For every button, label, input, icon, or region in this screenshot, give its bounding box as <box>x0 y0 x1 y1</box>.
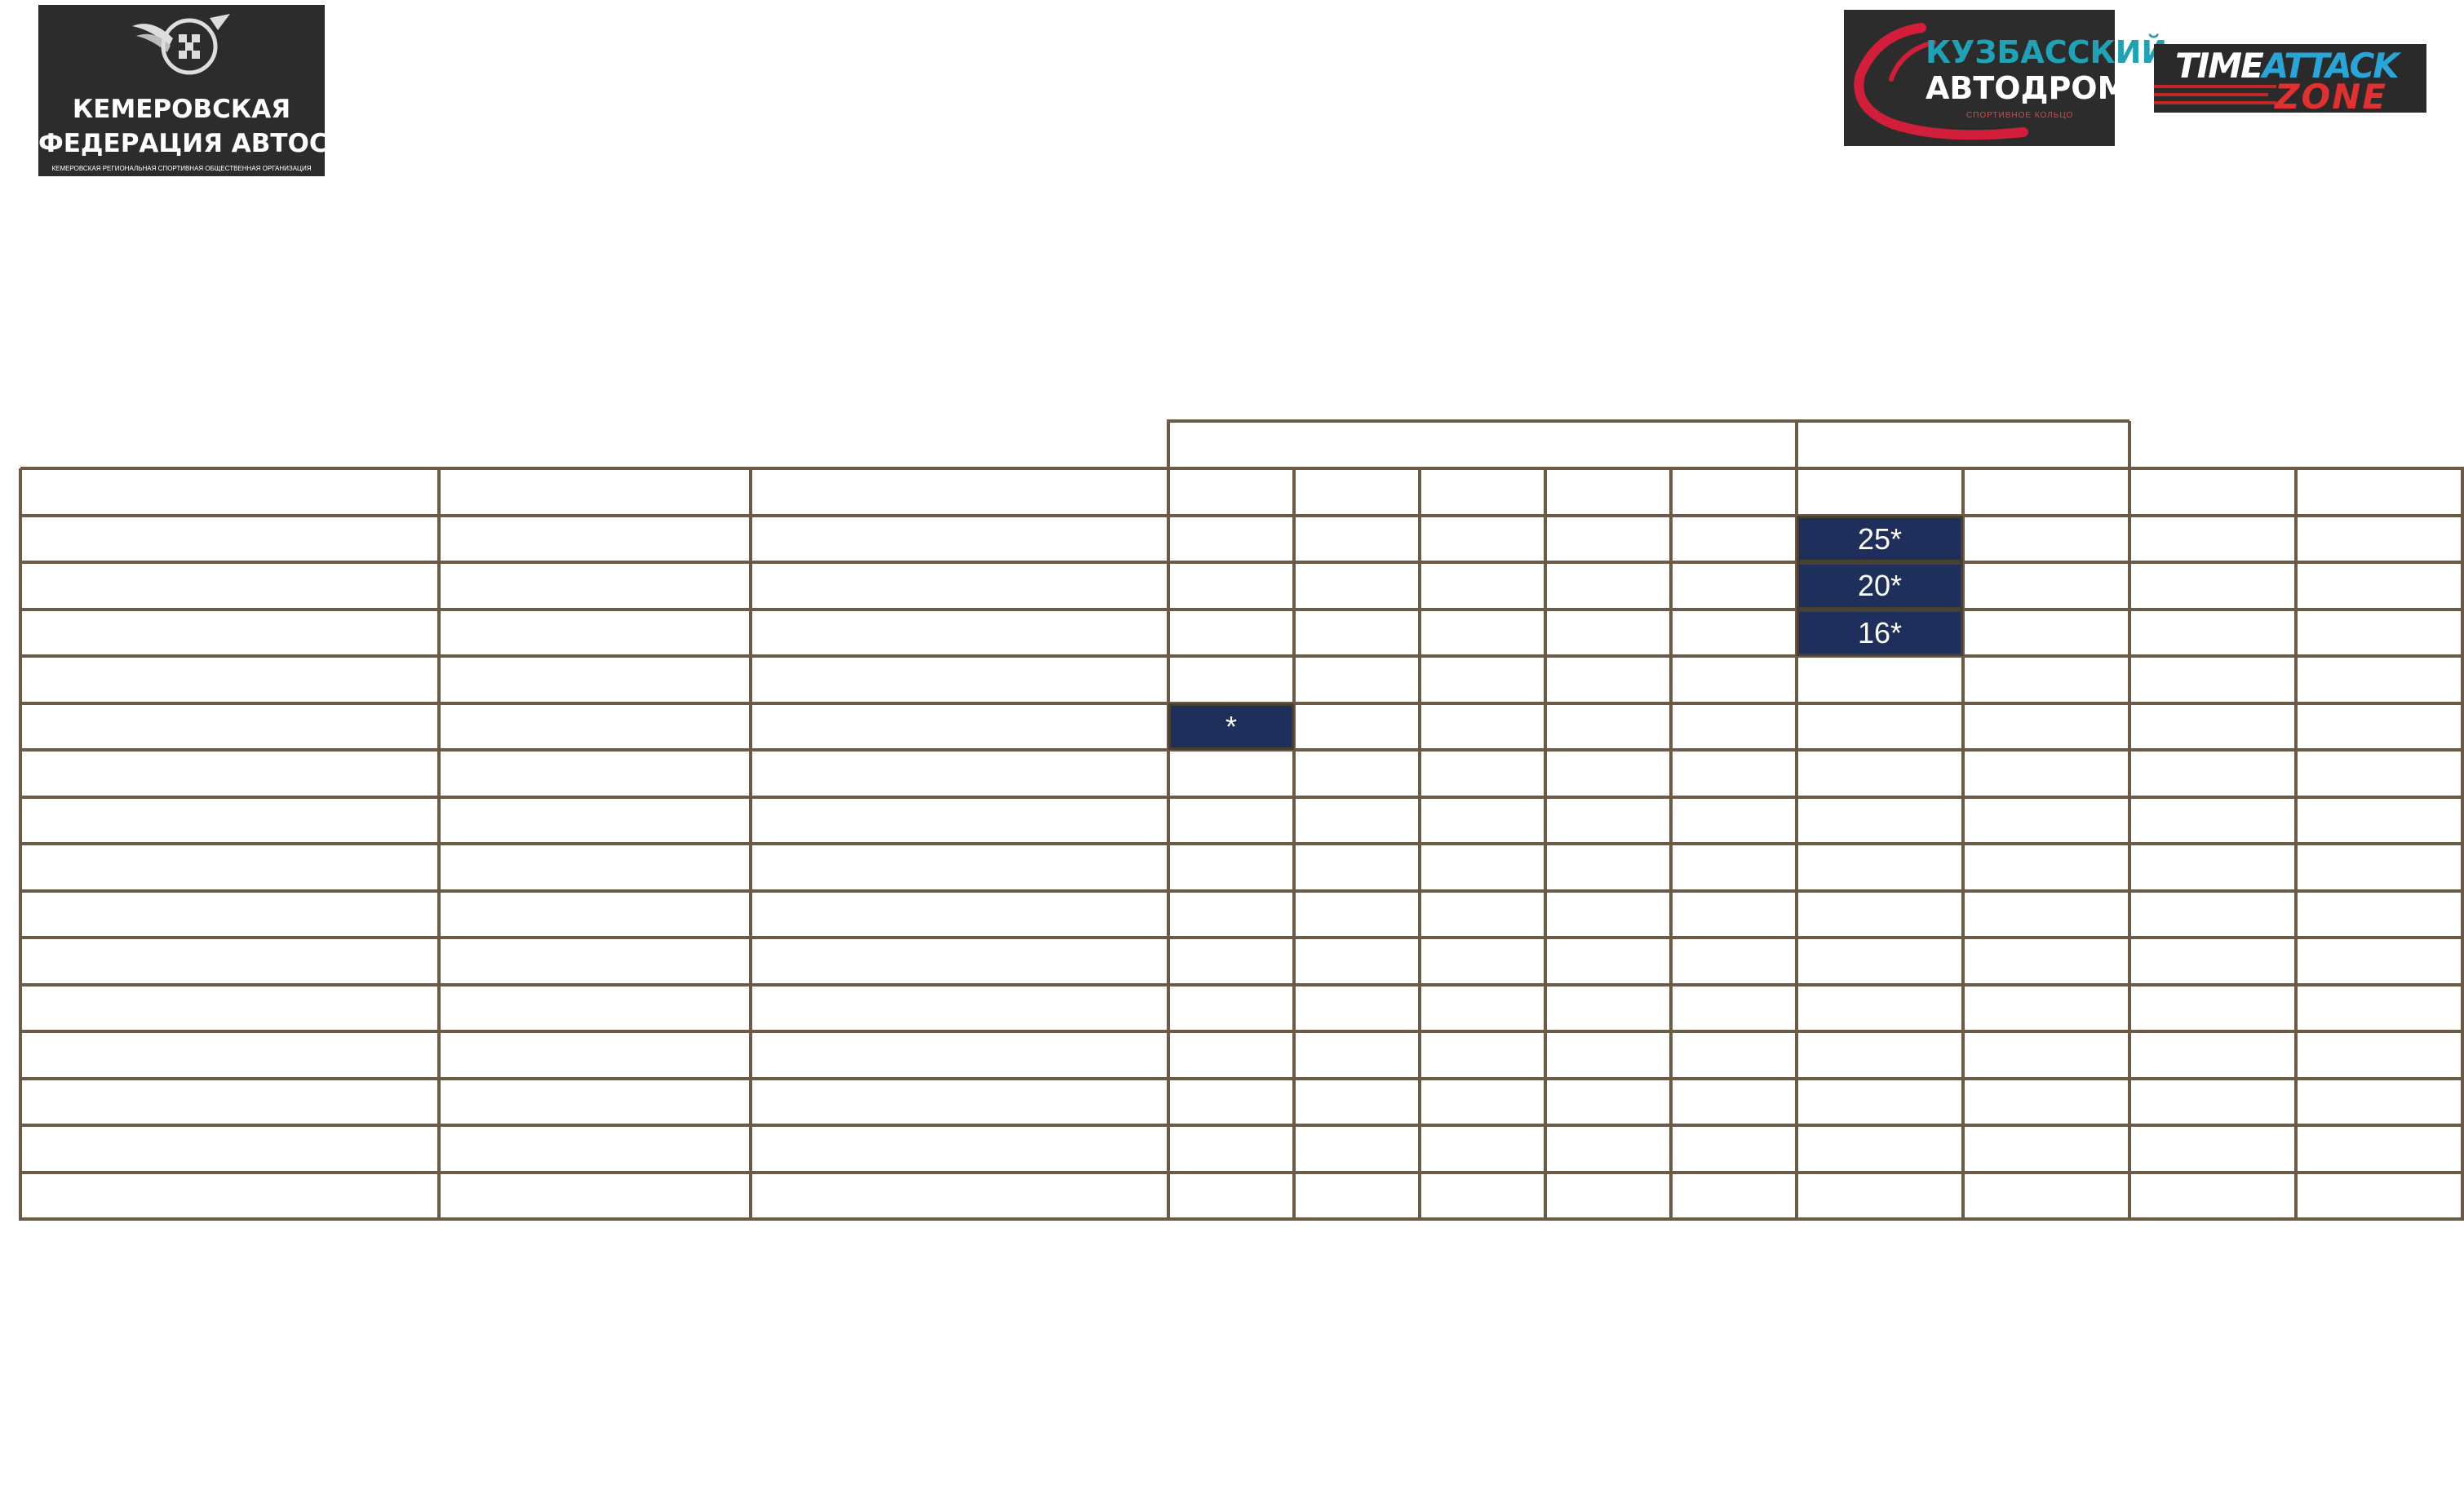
table-row-line <box>20 467 2464 470</box>
highlighted-cell: 16* <box>1797 610 1963 656</box>
table-row-line <box>20 842 2464 845</box>
group-header-divider <box>1167 421 1170 468</box>
time-attack-zone-logo: TIMEATTACK ZONE <box>2154 44 2426 113</box>
group-header-line <box>1167 419 2129 423</box>
highlighted-cell: * <box>1168 703 1294 750</box>
federation-logo: КЕМЕРОВСКАЯ ФЕДЕРАЦИЯ АВТОСПОРТА КЕМЕРОВ… <box>38 5 426 176</box>
table-column-line <box>1292 468 1296 1221</box>
time-attack-logo-text: TIMEATTACK <box>2175 46 2400 86</box>
table-column-line <box>749 468 752 1221</box>
table-column-line <box>2128 468 2131 1221</box>
kuzbass-logo-line3: СПОРТИВНОЕ КОЛЬЦО <box>1966 111 2074 120</box>
kuzbass-logo-line1: КУЗБАССКИЙ <box>1926 34 2168 70</box>
table-row-line <box>20 1077 2464 1080</box>
highlighted-cell: 25* <box>1797 516 1963 562</box>
speed-lines-icon <box>2154 85 2276 104</box>
table-column-line <box>1669 468 1673 1221</box>
table-row-line <box>20 1171 2464 1174</box>
table-column-line <box>2461 468 2464 1221</box>
federation-logo-line1: КЕМЕРОВСКАЯ <box>72 95 291 124</box>
federation-logo-line3: КЕМЕРОВСКАЯ РЕГИОНАЛЬНАЯ СПОРТИВНАЯ ОБЩЕ… <box>51 165 312 172</box>
table-row-line <box>20 1217 2464 1221</box>
table-row-line <box>20 983 2464 986</box>
race-track-icon <box>1854 23 2028 140</box>
kuzbass-logo-line2: АВТОДРОМ <box>1926 70 2129 106</box>
table-row-line <box>20 796 2464 799</box>
table-row-line <box>20 889 2464 893</box>
table-column-line <box>1418 468 1421 1221</box>
group-header-divider <box>1795 421 1798 468</box>
table-row-line <box>20 1124 2464 1127</box>
highlighted-cell: 20* <box>1797 562 1963 610</box>
table-row-line <box>20 514 2464 517</box>
table-column-line <box>1167 468 1170 1221</box>
table-row-line <box>20 561 2464 564</box>
table-row-line <box>20 608 2464 611</box>
federation-logo-line2: ФЕДЕРАЦИЯ АВТОСПОРТА <box>38 129 426 158</box>
table-column-line <box>1544 468 1547 1221</box>
table-column-line <box>1961 468 1965 1221</box>
group-header-divider <box>2128 421 2131 468</box>
zone-logo-text: ZONE <box>2275 77 2387 113</box>
table-column-line <box>19 468 22 1221</box>
table-column-line <box>1795 468 1798 1221</box>
winged-wheel-icon <box>132 14 230 75</box>
table-row-line <box>20 654 2464 658</box>
table-column-line <box>437 468 441 1221</box>
table-row-line <box>20 936 2464 939</box>
table-column-line <box>2294 468 2298 1221</box>
table-row-line <box>20 1030 2464 1033</box>
kuzbass-autodrome-logo: КУЗБАССКИЙ АВТОДРОМ СПОРТИВНОЕ КОЛЬЦО <box>1844 10 2167 146</box>
table-row-line <box>20 748 2464 752</box>
